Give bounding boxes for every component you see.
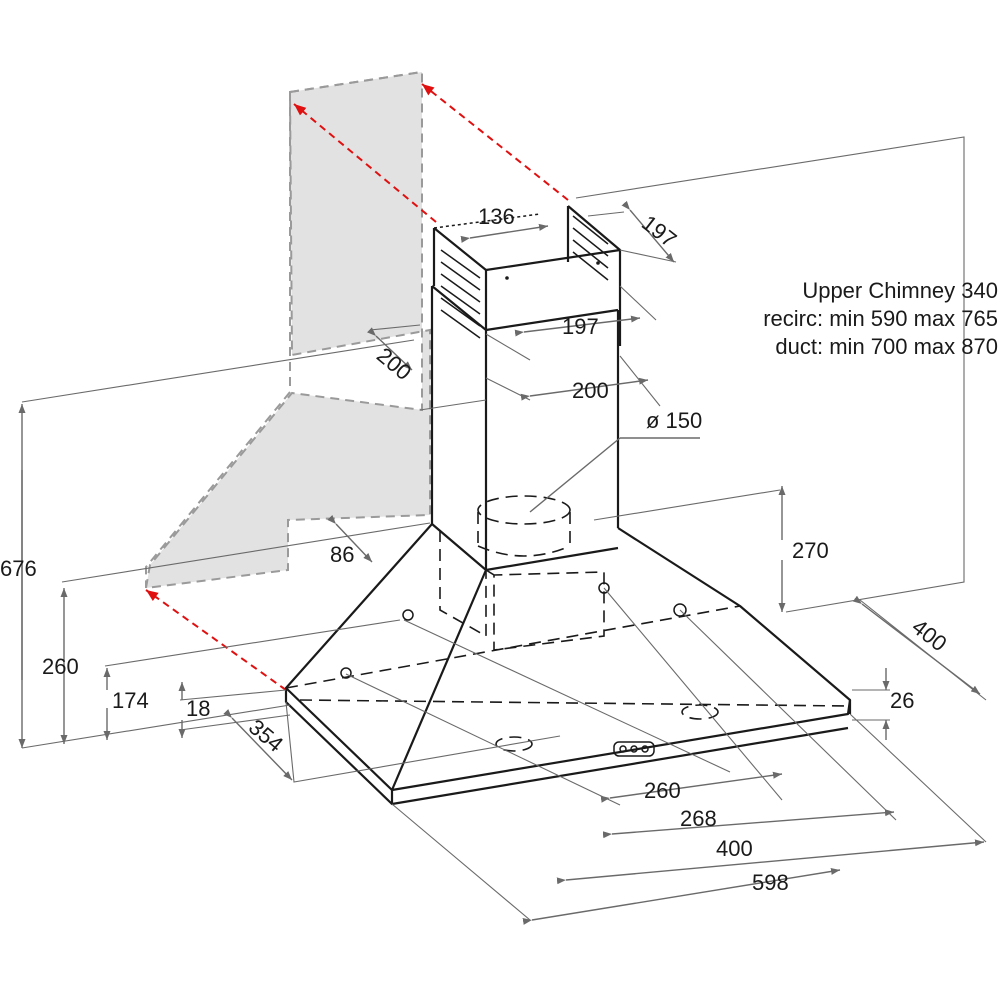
dim-upper-depth-top-label: 197 xyxy=(637,210,681,252)
dim-upper-depth-bottom-label: 197 xyxy=(562,314,599,339)
dim-lower-depth-left-label: 200 xyxy=(372,342,416,385)
duct-collar xyxy=(477,495,571,557)
control-buttons xyxy=(613,741,655,757)
screw-hole xyxy=(340,667,352,679)
chimney-note-line-1: Upper Chimney 340 xyxy=(802,278,998,303)
mounting-arrows xyxy=(145,83,569,691)
wall-silhouette-outline xyxy=(145,70,423,588)
dim-span-260-label: 260 xyxy=(644,778,681,803)
dim-vent-height-label: 270 xyxy=(792,538,829,563)
screw-hole xyxy=(598,582,610,594)
dim-total-height-label: 676 xyxy=(0,556,37,581)
screw-hole xyxy=(402,609,414,621)
extension-lines xyxy=(21,136,987,921)
mounting-arrow-upper-right xyxy=(421,83,569,201)
dim-height-18-label: 18 xyxy=(186,696,210,721)
upper-chimney-vent-slots-left xyxy=(440,249,481,339)
canopy xyxy=(284,523,852,806)
mounting-arrow-upper-left xyxy=(293,103,437,223)
dim-upper-width-label: 136 xyxy=(478,204,515,229)
upper-chimney xyxy=(432,205,622,346)
screw-hole xyxy=(596,261,600,265)
dimension-arrows xyxy=(18,200,985,925)
dim-height-174-label: 174 xyxy=(112,688,149,713)
upper-chimney-vent-slots-right xyxy=(572,215,609,281)
screw-hole xyxy=(505,276,509,280)
chimney-note-line-3: duct: min 700 max 870 xyxy=(775,334,998,359)
upper-chimney-note: Upper Chimney 340 recirc: min 590 max 76… xyxy=(763,278,998,359)
dim-span-268-label: 268 xyxy=(680,806,717,831)
light-fixture xyxy=(681,704,719,720)
dim-duct-diameter-label: ø 150 xyxy=(646,408,702,433)
dim-span-598-label: 598 xyxy=(752,870,789,895)
dim-span-400-label: 400 xyxy=(716,836,753,861)
chimney-note-line-2: recirc: min 590 max 765 xyxy=(763,306,998,331)
dim-lower-width-label: 200 xyxy=(572,378,609,403)
dim-wall-offset-label: 86 xyxy=(330,542,354,567)
dim-edge-26-label: 26 xyxy=(890,688,914,713)
light-fixture xyxy=(495,736,533,752)
wall-silhouette xyxy=(144,70,431,590)
mounting-arrow-lower xyxy=(145,589,287,691)
dim-height-260-label: 260 xyxy=(42,654,79,679)
dim-depth-400-right-label: 400 xyxy=(907,614,951,656)
screw-hole xyxy=(673,603,687,617)
